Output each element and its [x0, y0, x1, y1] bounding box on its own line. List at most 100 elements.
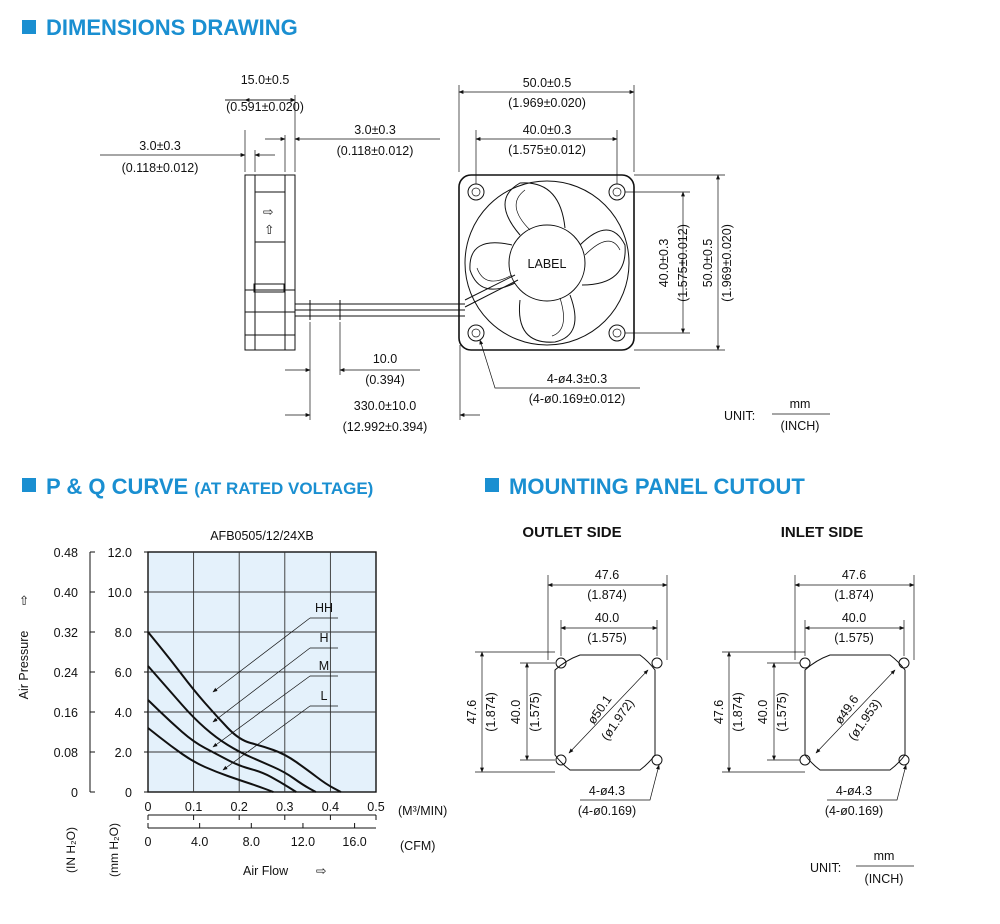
x-tick-label: 0.5 [367, 800, 384, 814]
mount-hole [608, 183, 626, 201]
holes-dim-in: (4-ø0.169) [825, 804, 883, 818]
pitch-dim: 40.0 [595, 611, 619, 625]
x-tick-label: 0.2 [231, 800, 248, 814]
side-depth-dim-in: (0.591±0.020) [226, 100, 304, 114]
pitch-dim-in: (1.575) [834, 631, 874, 645]
holes-dim: 4-ø4.3 [589, 784, 625, 798]
mount-hole [467, 183, 485, 201]
mount-hole [467, 324, 485, 342]
x2-tick-label: 12.0 [291, 835, 315, 849]
series-line-m [147, 699, 297, 793]
y-in-tick-label: 0 [71, 786, 78, 800]
y-axis-label: Air Pressure [17, 631, 31, 700]
height-pitch-dim-in: (1.575±0.012) [676, 224, 690, 302]
unit-label-2: UNIT: [810, 861, 841, 875]
unit-mm: mm [790, 397, 811, 411]
y-ticks: 02.04.06.08.010.012.0 [108, 546, 148, 800]
outer-dim: 47.6 [595, 568, 619, 582]
y-unit-in: (IN H₂O) [64, 827, 78, 873]
pitch-dim: 40.0 [842, 611, 866, 625]
pitch-v-dim: 40.0 [756, 700, 770, 724]
series-leader-arrow [222, 705, 311, 771]
x2-unit: (CFM) [400, 839, 435, 853]
hole-pitch-dim-in: (1.575±0.012) [508, 143, 586, 157]
inlet-cutout-outline [804, 654, 906, 771]
y-in-tick-label: 0.16 [54, 706, 78, 720]
chart-title: AFB0505/12/24XB [210, 529, 314, 543]
x-tick-label: 0.1 [185, 800, 202, 814]
mount-hole [555, 754, 567, 766]
series-line-hh [147, 631, 342, 793]
dimensions-header: DIMENSIONS DRAWING [22, 15, 298, 40]
holes-dim: 4-ø4.3 [836, 784, 872, 798]
fan-blades [469, 182, 626, 343]
height-dim-in: (1.969±0.020) [720, 224, 734, 302]
right-flange-dim: 3.0±0.3 [354, 123, 396, 137]
height-pitch-dim: 40.0±0.3 [657, 239, 671, 288]
outer-v-dim: 47.6 [712, 700, 726, 724]
airflow-arrow-icon: ⇨ [263, 205, 274, 219]
fan-frame [458, 174, 635, 351]
mount-hole [799, 657, 811, 669]
holes-dim-in: (4-ø0.169) [578, 804, 636, 818]
width-dim: 50.0±0.5 [523, 76, 572, 90]
rotation-arrow-icon: ⇧ [264, 223, 274, 237]
x-axis-label: Air Flow [243, 864, 289, 878]
left-flange-dim: 3.0±0.3 [139, 139, 181, 153]
y-arrow-icon: ⇨ [17, 594, 31, 605]
left-flange-dim-in: (0.118±0.012) [122, 161, 199, 175]
strip-dim: 10.0 [373, 352, 397, 366]
pq-header: P & Q CURVE(AT RATED VOLTAGE) [22, 474, 373, 499]
series-leader-arrow [212, 675, 311, 748]
pq-chart: AFB0505/12/24XB 02.04.06.08.010.012.0 00… [17, 529, 447, 878]
holes-dim: 4-ø4.3±0.3 [547, 372, 607, 386]
outer-v-dim: 47.6 [465, 700, 479, 724]
lead-dim: 330.0±10.0 [354, 399, 417, 413]
hub-label-text: LABEL [528, 257, 567, 271]
mount-hole [651, 754, 663, 766]
dimensions-header-text: DIMENSIONS DRAWING [46, 15, 298, 40]
x2-tick-label: 16.0 [342, 835, 366, 849]
header-bullet-icon [485, 478, 499, 492]
outlet-cutout: OUTLET SIDE ø50.1 (ø1.972) 47.6 (1.874) … [465, 524, 668, 818]
holes-dim-in: (4-ø0.169±0.012) [529, 392, 626, 406]
mount-hole [898, 657, 910, 669]
x-tick-label: 0 [145, 800, 152, 814]
series-label-l: L [321, 689, 328, 703]
y-in-tick-label: 0.08 [54, 746, 78, 760]
outlet-cutout-outline [554, 654, 656, 771]
x-tick-label: 0.4 [322, 800, 339, 814]
x2-tick-label: 8.0 [243, 835, 260, 849]
x2-tick-label: 4.0 [191, 835, 208, 849]
series-label-m: M [319, 659, 329, 673]
header-bullet-icon [22, 20, 36, 34]
header-bullet-icon [22, 478, 36, 492]
mounting-header: MOUNTING PANEL CUTOUT [485, 474, 805, 499]
x2-ticks: 0 4.0 8.0 12.0 16.0 [145, 823, 367, 849]
pq-header-text: P & Q CURVE(AT RATED VOLTAGE) [46, 474, 373, 499]
y-in-tick-label: 0.32 [54, 626, 78, 640]
strip-dim-in: (0.394) [365, 373, 405, 387]
mount-hole [608, 324, 626, 342]
y-in-tick-label: 0.48 [54, 546, 78, 560]
width-dim-in: (1.969±0.020) [508, 96, 586, 110]
y-tick-label: 0 [125, 786, 132, 800]
pitch-v-dim-in: (1.575) [528, 692, 542, 732]
pitch-v-dim: 40.0 [509, 700, 523, 724]
lead-wires: 10.0 (0.394) 330.0±10.0 (12.992±0.394) [285, 300, 480, 434]
x2-tick-label: 0 [145, 835, 152, 849]
outer-dim-in: (1.874) [834, 588, 874, 602]
height-dim: 50.0±0.5 [701, 239, 715, 288]
unit-inch-2: (INCH) [865, 872, 904, 886]
outlet-title: OUTLET SIDE [522, 524, 621, 541]
inlet-title: INLET SIDE [781, 524, 864, 541]
series-leader-arrow [212, 647, 311, 723]
outer-v-dim-in: (1.874) [731, 692, 745, 732]
mount-hole [651, 657, 663, 669]
y-in-tick-label: 0.40 [54, 586, 78, 600]
series-label-hh: HH [315, 601, 333, 615]
hub-label-circle [508, 224, 586, 302]
unit-label: UNIT: [724, 409, 755, 423]
